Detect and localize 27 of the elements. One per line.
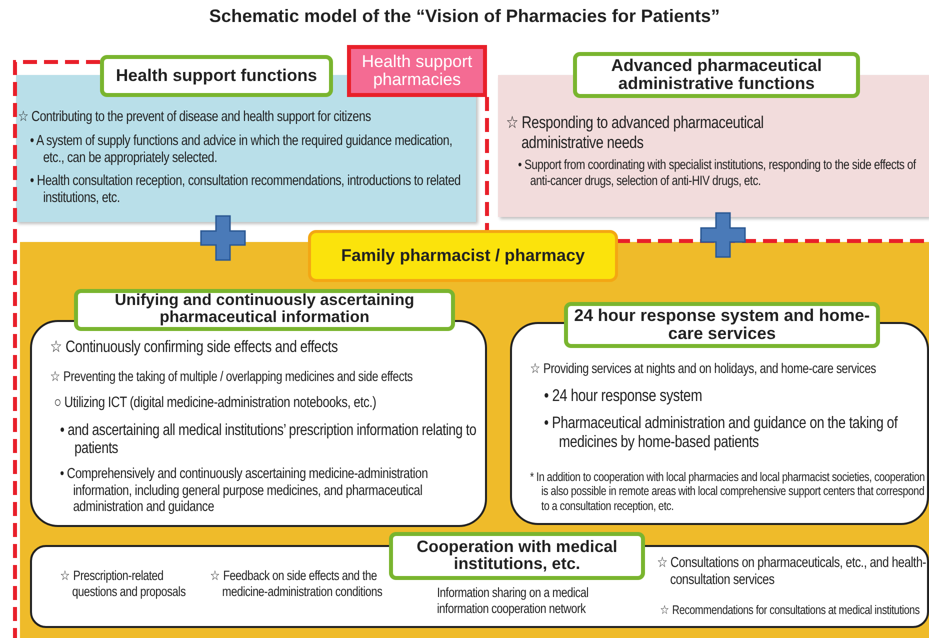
panel-heading: Advanced pharmaceutical administrative functions <box>573 52 860 98</box>
card-heading: Cooperation with medical institutions, etc. <box>389 532 645 580</box>
list-item: • and ascertaining all medical institutions’ prescription information relating to patients <box>60 422 478 459</box>
body-text: Information sharing on a medical information cooperation network <box>437 585 590 616</box>
list-item: ☆ Preventing the taking of multiple / overlapping medicines and side effects <box>50 368 414 384</box>
card-heading: 24 hour response system and home-care services <box>564 302 880 348</box>
list-item: • A system of supply functions and advice in which the required guidance medication, etc., can be appropriately selected. <box>30 133 454 166</box>
list-item: ☆ Continuously confirming side effects and effects <box>50 338 339 357</box>
list-item: • Pharmaceutical administration and guidance on the taking of medicines by home-based patients <box>544 414 899 452</box>
list-item: • Health consultation reception, consultation recommendations, introductions to related institutions, etc. <box>30 173 462 206</box>
label-text: Health support pharmacies <box>347 45 487 97</box>
panel-heading: Health support functions <box>100 55 333 97</box>
list-item: ☆ Responding to advanced pharmaceutical administrative needs <box>506 113 765 152</box>
list-item: ☆ Feedback on side effects and the medicine-administration conditions <box>210 568 384 600</box>
list-item: ☆ Prescription-related questions and proposals <box>60 568 187 600</box>
list-item: ○ Utilizing ICT (digital medicine-administration notebooks, etc.) <box>54 394 378 412</box>
list-item: ☆ Recommendations for consultations at medical institutions <box>660 603 921 618</box>
list-item: ☆ Contributing to the prevent of disease and health support for citizens <box>18 109 372 126</box>
list-item: * In addition to cooperation with local pharmacies and local pharmacist societies, cooperation is also possible in remote areas with local comprehensive support centers that correspond to a consultation reception, etc. <box>530 470 925 514</box>
list-item: ☆ Consultations on pharmaceuticals, etc., and health-consultation services <box>657 555 927 588</box>
list-item: • Comprehensively and continuously ascertaining medicine-administration information, including general purpose medicines, and pharmaceutical administration and guidance <box>60 466 429 516</box>
card-heading: Unifying and continuously ascertaining pharmaceutical information <box>74 289 455 331</box>
pharmacy-heading: Family pharmacist / pharmacy <box>308 230 618 282</box>
diagram-title: Schematic model of the “Vision of Pharmacies for Patients” <box>208 6 721 27</box>
list-item: ☆ Providing services at nights and on holidays, and home-care services <box>530 360 877 376</box>
list-item: • 24 hour response system <box>544 386 704 406</box>
list-item: • Support from coordinating with specialist institutions, responding to the side effects of anti-cancer drugs, selection of anti-HIV drugs, etc. <box>518 157 918 188</box>
